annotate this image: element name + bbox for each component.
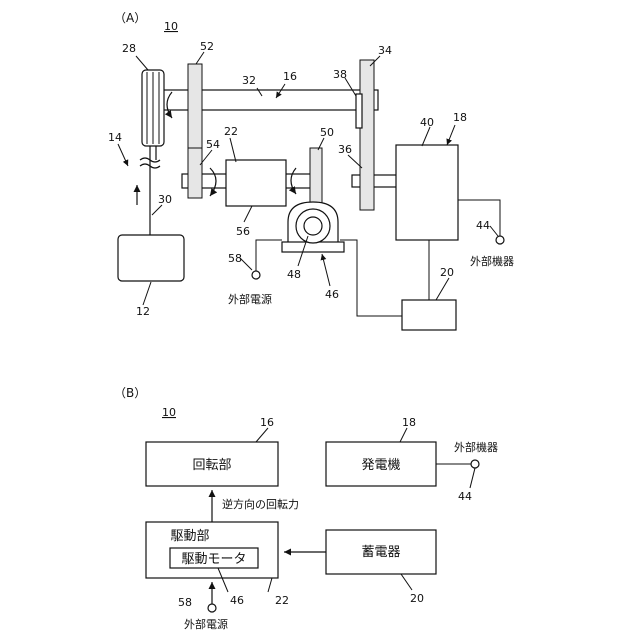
terminal-44 [496, 236, 504, 244]
engine [118, 235, 184, 281]
ref-44: 44 [476, 219, 490, 232]
upper-shaft [150, 90, 378, 110]
ref-b44: 44 [458, 490, 472, 503]
ref-50: 50 [320, 126, 334, 139]
ref-14: 14 [108, 131, 122, 144]
ref-12: 12 [136, 305, 150, 318]
collar-38 [356, 94, 362, 128]
external-device-a: 外部機器 [470, 254, 514, 268]
generator [396, 145, 458, 240]
ref-22: 22 [224, 125, 238, 138]
pulley [142, 70, 164, 146]
ref-b18: 18 [402, 416, 416, 429]
system-ref-b: 10 [162, 406, 176, 419]
ref-18: 18 [453, 111, 467, 124]
ref-32: 32 [242, 74, 256, 87]
ref-b20: 20 [410, 592, 424, 605]
leader-40 [422, 127, 430, 146]
terminal-b58 [208, 604, 216, 612]
ref-28: 28 [122, 42, 136, 55]
leader-30 [152, 205, 162, 215]
ref-56: 56 [236, 225, 250, 238]
ref-16: 16 [283, 70, 297, 83]
ref-58: 58 [228, 252, 242, 265]
section-b: （B） 10 回転部 16 発電機 18 外部機器 44 逆方向の回転力 駆動部… [114, 386, 498, 631]
gear-54 [188, 148, 202, 198]
ref-38: 38 [333, 68, 347, 81]
drive-motor [282, 202, 344, 252]
gear-34 [360, 60, 374, 210]
drive-part-label: 駆動部 [170, 529, 209, 544]
leader-b20 [401, 574, 412, 590]
ref-40: 40 [420, 116, 434, 129]
leader-56 [244, 206, 252, 222]
ref-48: 48 [287, 268, 301, 281]
section-b-label: （B） [114, 386, 146, 400]
wire-external-power [256, 240, 282, 271]
leader-12 [143, 282, 151, 305]
rotating-part-label: 回転部 [192, 458, 231, 473]
drive-motor-label: 駆動モータ [181, 552, 246, 567]
leader-b22 [268, 578, 272, 592]
leader-52 [196, 52, 204, 64]
system-ref-a: 10 [164, 20, 178, 33]
leader-46 [322, 254, 330, 286]
leader-18 [447, 125, 455, 145]
generator-shaft [352, 175, 398, 187]
wire-motor-storage [340, 240, 402, 316]
ref-52: 52 [200, 40, 214, 53]
external-power-b: 外部電源 [184, 617, 228, 631]
external-device-b: 外部機器 [454, 440, 498, 454]
ref-46: 46 [325, 288, 339, 301]
section-a-label: （A） [114, 11, 146, 25]
ref-54: 54 [206, 138, 220, 151]
leader-28 [136, 56, 148, 70]
ref-b16: 16 [260, 416, 274, 429]
drive-unit [226, 160, 286, 206]
leader-b16 [256, 428, 268, 442]
reverse-rotation-label: 逆方向の回転力 [222, 497, 299, 511]
storage [402, 300, 456, 330]
ref-20: 20 [440, 266, 454, 279]
ref-b22: 22 [275, 594, 289, 607]
generator-label: 発電機 [361, 458, 400, 473]
terminal-b44 [471, 460, 479, 468]
ref-36: 36 [338, 143, 352, 156]
ref-b46: 46 [230, 594, 244, 607]
leader-22 [230, 138, 236, 162]
terminal-58 [252, 271, 260, 279]
storage-label: 蓄電器 [361, 545, 400, 560]
ref-34: 34 [378, 44, 392, 57]
ref-30: 30 [158, 193, 172, 206]
external-power-a: 外部電源 [228, 292, 272, 306]
leader-14 [118, 144, 128, 166]
ref-b58: 58 [178, 596, 192, 609]
leader-b18 [400, 428, 407, 442]
leader-20 [436, 278, 449, 300]
section-a: （A） 10 [108, 11, 514, 330]
leader-44 [490, 226, 498, 236]
leader-b44 [470, 468, 475, 488]
